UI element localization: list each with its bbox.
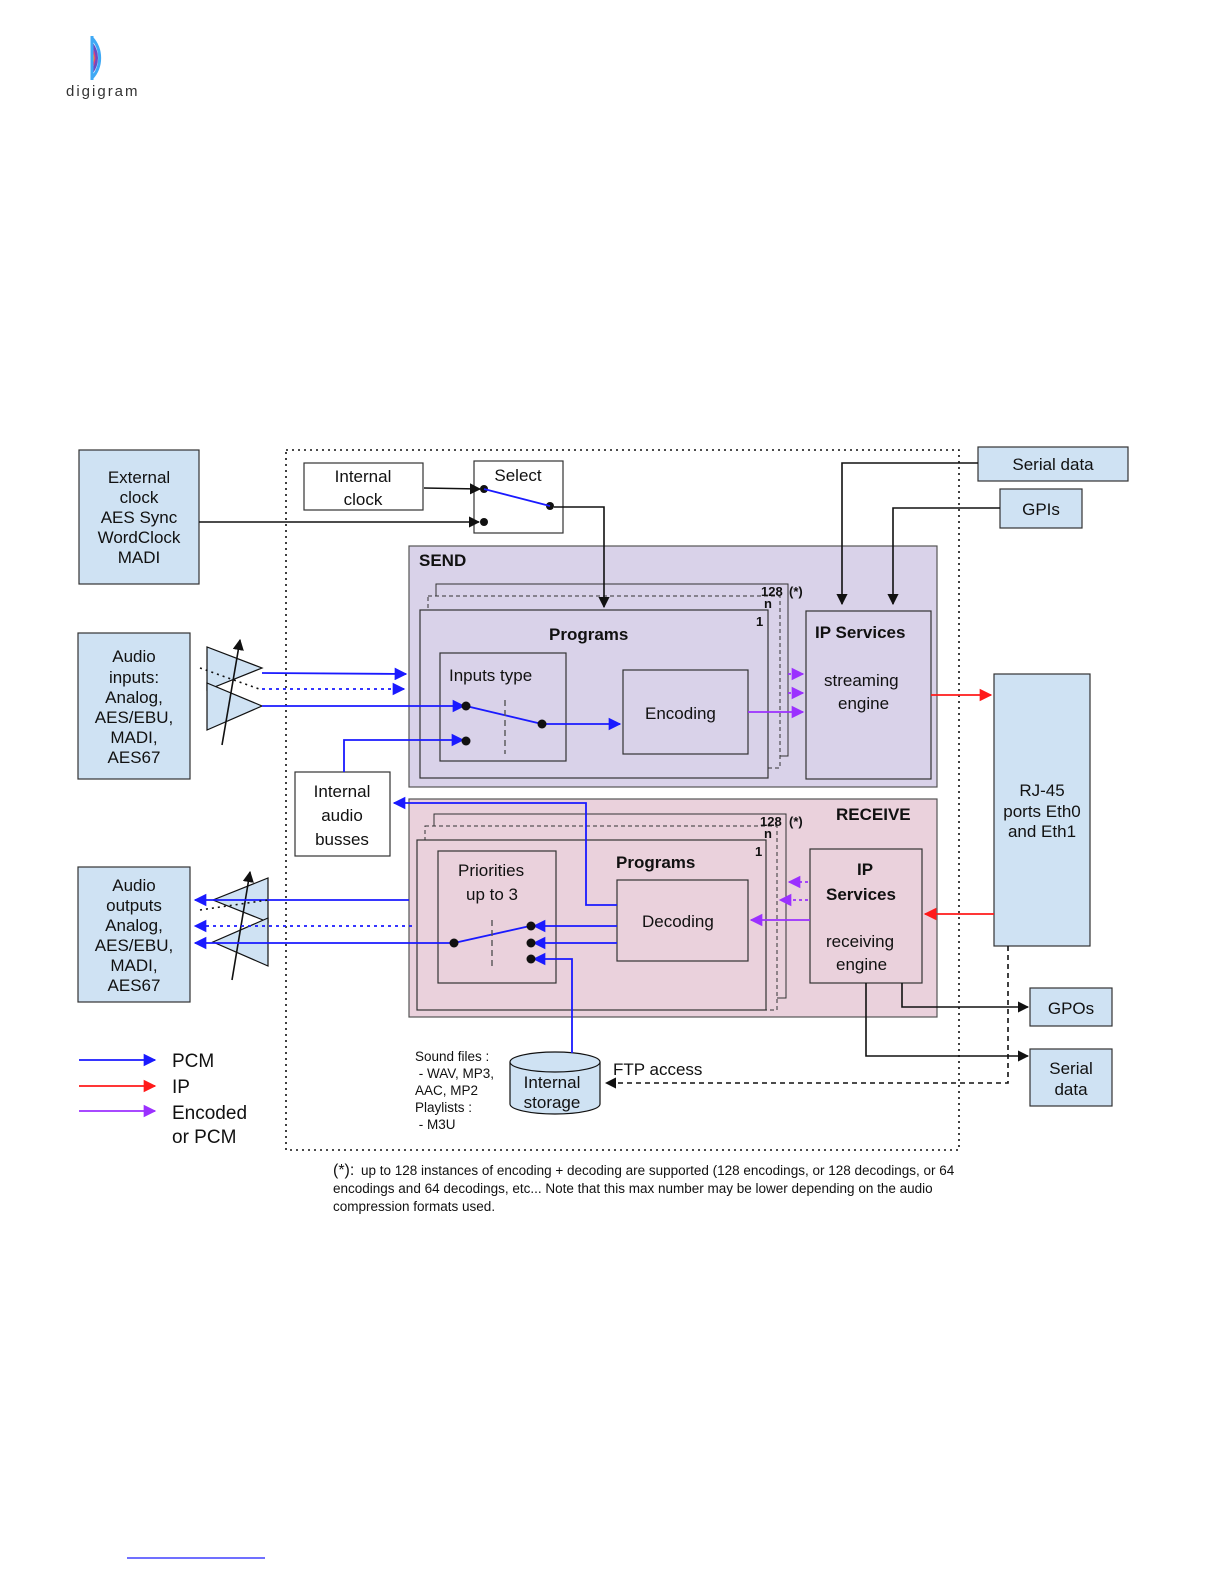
rj45-box <box>993 673 1091 947</box>
gpos-label: GPOs <box>1048 999 1094 1018</box>
sound-files-line3: AAC, MP2 <box>415 1083 478 1098</box>
ip-services-receive-line1: IP <box>857 860 873 879</box>
send-count-n: n <box>764 596 772 611</box>
encoding-label: Encoding <box>645 704 716 723</box>
select-label: Select <box>494 466 542 485</box>
audio-outputs-line5: MADI, <box>110 956 157 975</box>
receiving-engine-line1: receiving <box>826 932 894 951</box>
legend: PCM IP Encoded or PCM <box>79 1051 247 1148</box>
audio-outputs-line4: AES/EBU, <box>95 936 173 955</box>
external-clock-line4: WordClock <box>98 528 181 547</box>
external-clock-line5: MADI <box>118 548 161 567</box>
footnote-marker: (*): <box>333 1162 354 1179</box>
external-clock-line2: clock <box>120 488 159 507</box>
audio-inputs-line4: AES/EBU, <box>95 708 173 727</box>
ftp-connection <box>604 946 1009 1089</box>
external-clock-line1: External <box>108 468 170 487</box>
internal-clock-box <box>303 462 424 511</box>
send-count-max: 128 <box>761 584 783 599</box>
footnote-line1: up to 128 instances of encoding + decodi… <box>361 1163 955 1178</box>
audio-outputs-line2: outputs <box>106 896 162 915</box>
audio-outputs-line3: Analog, <box>105 916 163 935</box>
clock-connections <box>199 462 1030 1062</box>
streaming-engine-line2: engine <box>838 694 889 713</box>
sound-files-line5: - M3U <box>415 1117 456 1132</box>
legend-ip: IP <box>172 1077 190 1098</box>
internal-storage-line1: Internal <box>524 1073 581 1092</box>
serial-data-top-label: Serial data <box>1012 455 1094 474</box>
footnote: (*): up to 128 instances of encoding + d… <box>333 1162 955 1214</box>
gpis-box <box>999 488 1083 529</box>
ip-services-send-box <box>805 610 932 780</box>
audio-outputs-line6: AES67 <box>108 976 161 995</box>
serial-data-bottom-line1: Serial <box>1049 1059 1092 1078</box>
rj45-line1: RJ-45 <box>1019 781 1064 800</box>
external-clock-line3: AES Sync <box>101 508 178 527</box>
legend-pcm: PCM <box>172 1051 214 1072</box>
receive-count-max: 128 <box>760 814 782 829</box>
legend-encoded-line2: or PCM <box>172 1127 236 1148</box>
ip-connections <box>923 688 994 921</box>
internal-storage: Internal storage <box>509 1051 601 1115</box>
receive-programs-label: Programs <box>616 853 695 872</box>
rj45-line3: and Eth1 <box>1008 822 1076 841</box>
priorities-line1: Priorities <box>458 861 524 880</box>
decoding-label: Decoding <box>642 912 714 931</box>
priorities-line2: up to 3 <box>466 885 518 904</box>
send-programs-label: Programs <box>549 625 628 644</box>
receive-count-n: n <box>764 826 772 841</box>
audio-inputs-line6: AES67 <box>108 748 161 767</box>
send-count-note: (*) <box>789 584 803 599</box>
receive-count-note: (*) <box>789 814 803 829</box>
external-clock-box <box>78 449 200 585</box>
receive-title: RECEIVE <box>836 805 911 824</box>
input-amplifiers <box>206 638 264 746</box>
legend-encoded-line1: Encoded <box>172 1103 247 1124</box>
device-boundary <box>285 449 960 1151</box>
internal-storage-line2: storage <box>524 1093 581 1112</box>
sound-files-line1: Sound files : <box>415 1049 489 1064</box>
inputs-type-label: Inputs type <box>449 666 532 685</box>
send-title: SEND <box>419 551 466 570</box>
internal-clock-line1: Internal <box>335 467 392 486</box>
send-count-1: 1 <box>756 614 763 629</box>
encoded-connections <box>748 667 810 927</box>
internal-busses-line3: busses <box>315 830 369 849</box>
sound-files-line4: Playlists : <box>415 1100 472 1115</box>
audio-outputs-box <box>77 866 191 1003</box>
audio-inputs-line1: Audio <box>112 647 155 666</box>
decoding-box <box>616 879 749 962</box>
sound-files-line2: - WAV, MP3, <box>415 1066 494 1081</box>
priorities-box <box>437 850 557 984</box>
rj45-line2: ports Eth0 <box>1003 802 1081 821</box>
internal-busses-line2: audio <box>321 806 363 825</box>
receiving-engine-line2: engine <box>836 955 887 974</box>
encoding-box <box>622 669 749 755</box>
footnote-line3: compression formats used. <box>333 1199 495 1214</box>
audio-inputs-line3: Analog, <box>105 688 163 707</box>
audio-outputs-line1: Audio <box>112 876 155 895</box>
serial-data-bottom-line2: data <box>1054 1080 1088 1099</box>
digigram-logo: digigram <box>66 36 140 100</box>
serial-data-top-box <box>977 446 1129 482</box>
serial-data-bottom-box <box>1029 1048 1113 1107</box>
receive-count-1: 1 <box>755 844 762 859</box>
streaming-engine-line1: streaming <box>824 671 899 690</box>
gpos-box <box>1029 987 1113 1027</box>
footnote-line2: encodings and 64 decodings, etc... Note … <box>333 1181 933 1196</box>
audio-inputs-line5: MADI, <box>110 728 157 747</box>
internal-clock-line2: clock <box>344 490 383 509</box>
ip-services-receive-box <box>809 848 923 984</box>
ip-services-receive-line2: Services <box>826 885 896 904</box>
ip-services-send-label: IP Services <box>815 623 905 642</box>
audio-inputs-line2: inputs: <box>109 668 159 687</box>
internal-busses-box <box>294 771 391 857</box>
internal-busses-line1: Internal <box>314 782 371 801</box>
gpis-label: GPIs <box>1022 500 1060 519</box>
logo-wordmark: digigram <box>66 83 140 100</box>
audio-inputs-box <box>77 632 191 780</box>
ftp-access-label: FTP access <box>613 1060 702 1079</box>
